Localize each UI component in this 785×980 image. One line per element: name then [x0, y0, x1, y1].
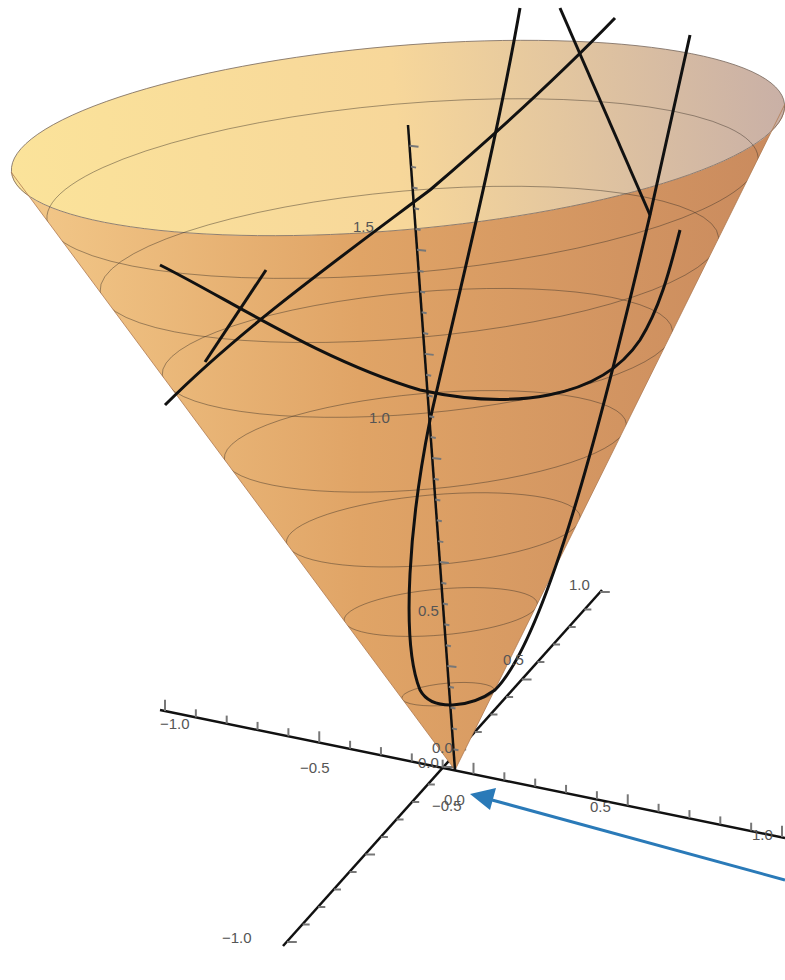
axis-tick [503, 772, 505, 780]
axis-tick [437, 520, 442, 521]
tick-label: −0.5 [432, 798, 462, 813]
axis-tick [431, 437, 436, 438]
axis-tick [446, 645, 451, 646]
axis-tick [380, 747, 382, 755]
tick-label: 0.0 [432, 740, 453, 755]
axis-tick [584, 609, 591, 611]
axis-tick [450, 708, 455, 709]
axis-tick [318, 906, 325, 908]
axis-tick [440, 562, 449, 563]
axis-tick [425, 354, 434, 355]
tick-label: 1.0 [569, 577, 590, 592]
grid-ring [157, 270, 678, 436]
tick-label: 1.0 [752, 827, 773, 842]
axis-tick [381, 836, 388, 838]
axis-tick [453, 749, 458, 750]
axis-tick [429, 416, 434, 417]
axis-tick [410, 146, 419, 147]
pointer-arrow [470, 788, 785, 880]
axis-tick [428, 395, 433, 396]
axis-tick [565, 785, 567, 793]
tick-label: 1.5 [353, 219, 374, 234]
axis-tick [257, 722, 259, 730]
axis-tick [426, 375, 431, 376]
tick-label: 0.5 [590, 799, 611, 814]
axis-tick [432, 458, 441, 459]
axis-tick [441, 583, 446, 584]
axis-tick [287, 728, 289, 736]
axis-tick [438, 541, 443, 542]
axis-tick [475, 731, 482, 733]
axis-tick [452, 728, 457, 729]
tick-label: −0.5 [300, 760, 330, 775]
axis-tick [444, 624, 449, 625]
axis-tick [449, 687, 454, 688]
cone-outline [11, 104, 785, 770]
axis-tick [412, 801, 419, 803]
axis-tick [490, 714, 497, 716]
axis-tick [397, 819, 404, 821]
axis-tick [506, 696, 513, 698]
axis-tick [416, 229, 421, 230]
axis-tick [365, 854, 375, 856]
axis-tick [164, 700, 166, 711]
axis-tick [569, 626, 576, 628]
axis-tick [411, 753, 413, 761]
axis-tick [417, 250, 426, 251]
axis-tick [435, 500, 440, 501]
axis-tick [750, 823, 752, 831]
grid-ring [94, 164, 725, 365]
grid-ring [283, 482, 583, 577]
axis-tick [534, 779, 536, 787]
axis-tick [318, 731, 320, 742]
tick-label: 0.5 [418, 603, 439, 618]
axis-tick [781, 826, 783, 837]
axis-tick [226, 716, 228, 724]
axis-tick [434, 479, 439, 480]
axis-tick [287, 941, 297, 943]
axis-tick [553, 644, 560, 646]
axis-tick [688, 810, 690, 818]
axis-tick [195, 709, 197, 717]
z-axis [408, 125, 458, 770]
axis-tick [414, 208, 419, 209]
axis-tick [411, 167, 416, 168]
axis-tick [303, 924, 310, 926]
grid-rings [40, 73, 766, 709]
tick-label: 1.0 [369, 410, 390, 425]
axis-tick [473, 763, 475, 774]
axis-tick [350, 871, 357, 873]
axis-tick [419, 271, 424, 272]
axis-tick [422, 312, 427, 313]
axis-tick [719, 816, 721, 824]
axis-tick [349, 741, 351, 749]
tick-label: −1.0 [160, 716, 190, 731]
axis-tick [537, 661, 544, 663]
axis-tick [420, 291, 425, 292]
axis-tick [423, 333, 428, 334]
axis-tick [428, 784, 435, 786]
tick-label: 0.0 [418, 755, 439, 770]
axis-tick [522, 679, 532, 681]
tick-label: −1.0 [222, 930, 252, 945]
axis-tick [443, 604, 448, 605]
axis-tick [413, 187, 418, 188]
axis-tick [627, 794, 629, 805]
axis-tick [658, 804, 660, 812]
axis-tick [334, 889, 341, 891]
axis-tick [600, 591, 610, 593]
axis-tick [596, 791, 598, 799]
axis-tick [447, 666, 456, 667]
tick-label: 0.5 [503, 652, 524, 667]
axis-tick [442, 760, 444, 768]
